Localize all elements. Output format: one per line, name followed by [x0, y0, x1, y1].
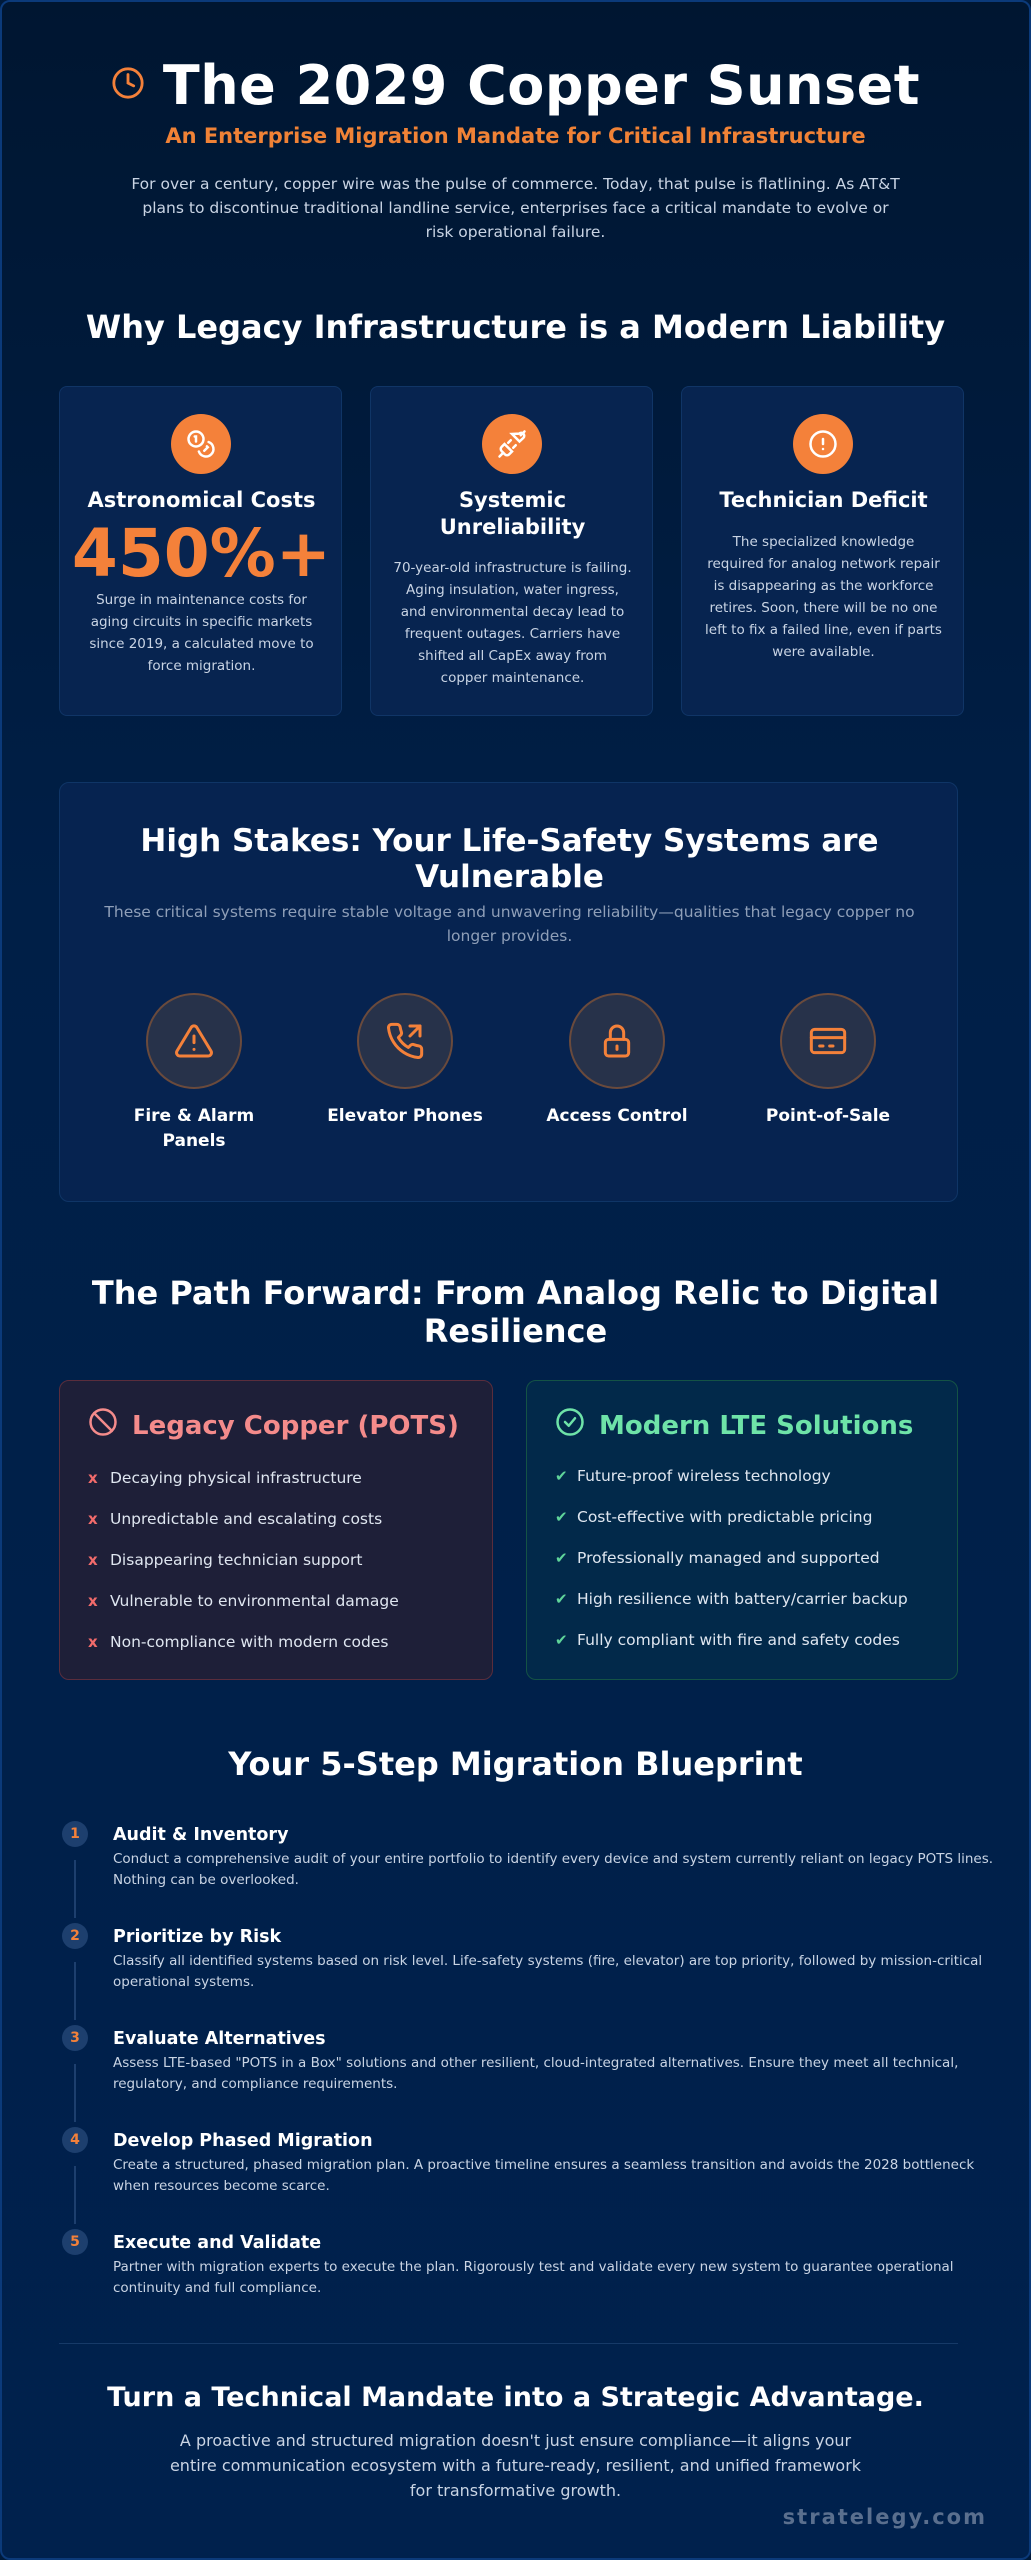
step-number: 5 [62, 2229, 88, 2255]
step-text: Classify all identified systems based on… [113, 1953, 983, 1990]
step-item: 5 Execute and Validate Partner with migr… [62, 2229, 962, 2309]
stakes-text: These critical systems require stable vo… [104, 903, 915, 945]
list-item: ✔Professionally managed and supported [555, 1548, 880, 1567]
step-title: Audit & Inventory [113, 1825, 289, 1845]
card-technician: Technician Deficit The specialized knowl… [681, 386, 964, 716]
unplug-icon [482, 414, 542, 474]
title-row: The 2029 Copper Sunset [2, 50, 1029, 120]
timeline-connector [74, 2064, 76, 2122]
step-title: Develop Phased Migration [113, 2131, 373, 2151]
check-icon: ✔ [555, 1466, 568, 1485]
system-label: Access Control [546, 1106, 688, 1126]
check-icon: ✔ [555, 1507, 568, 1526]
timeline-connector [74, 1962, 76, 2020]
system-label: Point-of-Sale [765, 1106, 891, 1126]
step-item: 3 Evaluate Alternatives Assess LTE-based… [62, 2025, 962, 2105]
card-costs: Astronomical Costs 450%+ Surge in mainte… [59, 386, 342, 716]
list-item: ✔Fully compliant with fire and safety co… [555, 1630, 900, 1649]
page-subtitle: An Enterprise Migration Mandate for Crit… [165, 124, 866, 148]
coins-icon [171, 414, 231, 474]
step-title: Execute and Validate [113, 2233, 322, 2253]
modern-title: Modern LTE Solutions [599, 1410, 914, 1441]
legacy-title: Legacy Copper (POTS) [132, 1410, 459, 1441]
x-icon: x [88, 1550, 98, 1569]
list-item: ✔Cost-effective with predictable pricing [555, 1507, 873, 1526]
clock-icon [111, 66, 145, 104]
lock-icon [569, 993, 665, 1089]
stat-value: 450%+ [71, 515, 332, 592]
x-icon: x [88, 1591, 98, 1610]
path-title: The Path Forward: From Analog Relic to D… [91, 1274, 940, 1350]
step-text: Conduct a comprehensive audit of your en… [113, 1851, 994, 1888]
card-unreliability: Systemic Unreliability 70-year-old infra… [370, 386, 653, 716]
step-title: Prioritize by Risk [113, 1927, 282, 1947]
liability-title: Why Legacy Infrastructure is a Modern Li… [85, 308, 946, 346]
blueprint-title: Your 5-Step Migration Blueprint [228, 1745, 803, 1783]
alert-circle-icon [793, 414, 853, 474]
stakes-panel: High Stakes: Your Life-Safety Systems ar… [59, 782, 958, 1202]
x-icon: x [88, 1509, 98, 1528]
card-title: Astronomical Costs [87, 488, 316, 512]
check-icon: ✔ [555, 1589, 568, 1608]
divider [59, 2343, 958, 2344]
system-label: Fire & Alarm Panels [133, 1106, 255, 1151]
page-title: The 2029 Copper Sunset [162, 53, 921, 117]
card-text: Surge in maintenance costs for aging cir… [89, 592, 314, 674]
intro-text: For over a century, copper wire was the … [131, 175, 900, 241]
card-title: Technician Deficit [719, 488, 928, 512]
modern-heading: Modern LTE Solutions [555, 1407, 913, 1444]
phone-icon [357, 993, 453, 1089]
list-item: ✔Future-proof wireless technology [555, 1466, 831, 1485]
card-title: Systemic Unreliability [439, 488, 586, 539]
legacy-heading: Legacy Copper (POTS) [88, 1407, 459, 1444]
list-item: ✔High resilience with battery/carrier ba… [555, 1589, 908, 1608]
step-item: 1 Audit & Inventory Conduct a comprehens… [62, 1821, 993, 1901]
credit-card-icon [780, 993, 876, 1089]
step-text: Partner with migration experts to execut… [113, 2259, 954, 2296]
check-icon: ✔ [555, 1630, 568, 1649]
timeline-connector [74, 1860, 76, 1918]
step-number: 3 [62, 2025, 88, 2051]
step-title: Evaluate Alternatives [113, 2029, 326, 2049]
modern-list: ✔Future-proof wireless technology ✔Cost-… [555, 1455, 908, 1660]
check-circle-icon [555, 1407, 585, 1444]
stakes-title: High Stakes: Your Life-Safety Systems ar… [140, 823, 879, 895]
ban-icon [88, 1407, 118, 1444]
brand-link[interactable]: stratelegy.com [782, 2505, 987, 2529]
x-icon: x [88, 1632, 98, 1651]
step-item: 2 Prioritize by Risk Classify all identi… [62, 1923, 982, 2003]
step-number: 4 [62, 2127, 88, 2153]
cta-text: A proactive and structured migration doe… [169, 2431, 862, 2500]
check-icon: ✔ [555, 1548, 568, 1567]
step-number: 2 [62, 1923, 88, 1949]
step-text: Assess LTE-based "POTS in a Box" solutio… [113, 2055, 959, 2092]
warning-triangle-icon [146, 993, 242, 1089]
step-text: Create a structured, phased migration pl… [113, 2157, 975, 2194]
card-text: The specialized knowledge required for a… [705, 534, 942, 660]
cta-title: Turn a Technical Mandate into a Strategi… [107, 2382, 924, 2413]
card-text: 70-year-old infrastructure is failing. A… [393, 560, 632, 686]
timeline-connector [74, 2166, 76, 2224]
x-icon: x [88, 1468, 98, 1487]
step-item: 4 Develop Phased Migration Create a stru… [62, 2127, 974, 2207]
modern-panel: Modern LTE Solutions ✔Future-proof wirel… [526, 1380, 958, 1680]
step-number: 1 [62, 1821, 88, 1847]
system-label: Elevator Phones [327, 1106, 483, 1126]
